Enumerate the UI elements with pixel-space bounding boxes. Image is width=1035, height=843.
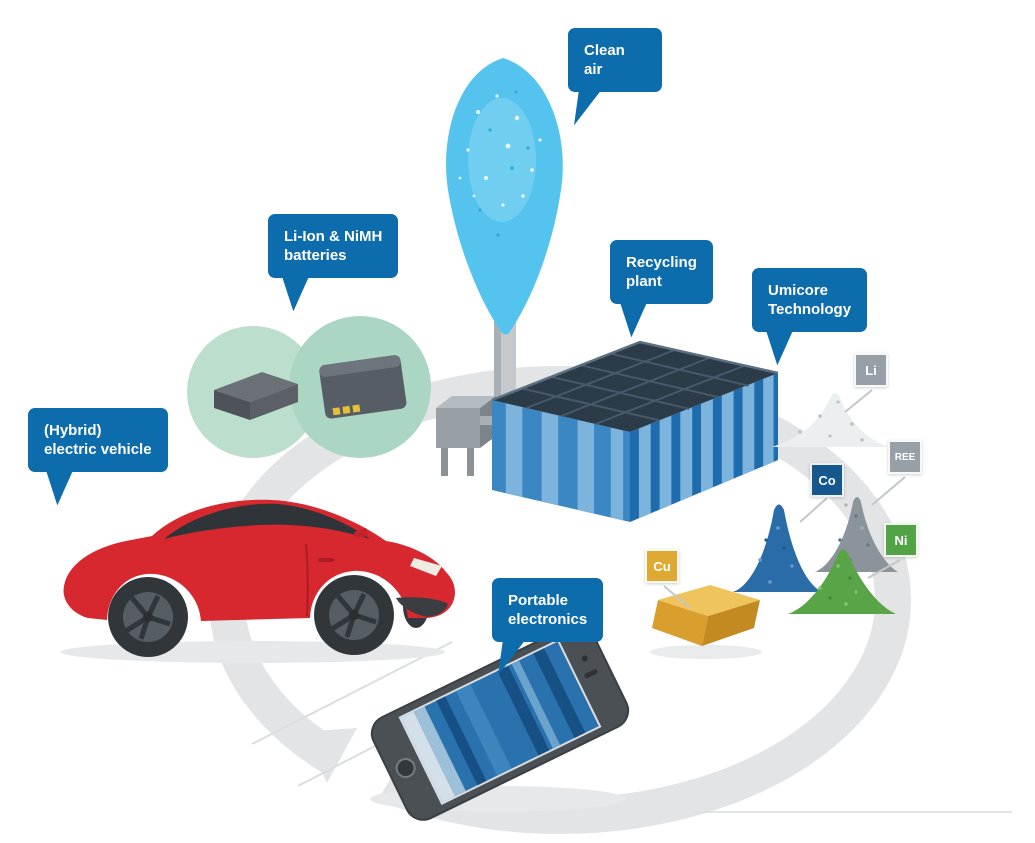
plant-feeder-structure xyxy=(436,396,496,476)
element-tile-rare-earth-elements: REE xyxy=(888,440,922,474)
tile-connector-lines xyxy=(663,389,906,609)
label-text: Technology xyxy=(768,301,852,319)
car-rear-wheel-icon xyxy=(108,577,188,657)
label-text: air xyxy=(584,61,603,79)
label-text: Umicore xyxy=(768,282,829,299)
label-recycling-plant: Recycling plant xyxy=(610,240,713,338)
label-text: batteries xyxy=(284,247,347,265)
element-symbol: Ni xyxy=(894,532,908,548)
label-text: electronics xyxy=(508,611,588,629)
phone-battery-icon xyxy=(319,355,407,419)
label-text: electric vehicle xyxy=(44,441,152,459)
car-headlight-icon xyxy=(410,558,442,576)
element-symbol: Co xyxy=(818,472,836,488)
label-portable-electronics: Portable electronics xyxy=(492,578,604,676)
element-symbol: REE xyxy=(894,451,916,463)
smartphone-illustration xyxy=(370,623,630,821)
label-text: Li-Ion & NiMH xyxy=(284,228,383,245)
clean-air-plume xyxy=(446,58,563,404)
phone-earpiece-icon xyxy=(584,669,598,679)
battery-callout-circles xyxy=(187,316,431,458)
label-text: Portable xyxy=(508,592,569,609)
electric-vehicle-illustration xyxy=(61,499,455,663)
phone-home-button-icon xyxy=(395,758,416,779)
label-clean-air: Clean air xyxy=(568,28,662,126)
element-tile-nickel: Ni xyxy=(884,523,918,557)
element-symbol: Cu xyxy=(653,558,671,574)
car-windows xyxy=(164,503,370,539)
recycling-plant-illustration xyxy=(491,340,779,522)
label-text: Recycling xyxy=(626,254,697,271)
car-body xyxy=(63,499,455,621)
label-hybrid-electric-vehicle: (Hybrid) electric vehicle xyxy=(28,408,168,506)
label-text: Clean xyxy=(584,42,625,59)
label-text: (Hybrid) xyxy=(44,422,102,439)
pouch-battery-icon xyxy=(214,372,298,420)
label-li-ion-nimh-batteries: Li-Ion & NiMH batteries xyxy=(268,214,399,312)
element-tile-cobalt: Co xyxy=(810,463,844,497)
ree-powder-pile xyxy=(815,497,898,572)
label-text: plant xyxy=(626,273,662,291)
phone-camera-icon xyxy=(581,655,588,662)
loop-arrowhead-icon xyxy=(301,728,357,783)
nickel-powder-pile xyxy=(788,549,896,614)
element-tile-copper: Cu xyxy=(645,549,679,583)
car-front-wheel-icon xyxy=(314,575,394,655)
element-symbol: Li xyxy=(865,362,877,378)
element-tile-lithium: Li xyxy=(854,353,888,387)
recovered-materials xyxy=(650,389,906,659)
copper-ingot-icon xyxy=(650,585,762,659)
label-umicore-technology: Umicore Technology xyxy=(752,268,868,366)
lithium-powder-pile xyxy=(772,393,888,447)
cobalt-powder-pile xyxy=(733,504,822,592)
